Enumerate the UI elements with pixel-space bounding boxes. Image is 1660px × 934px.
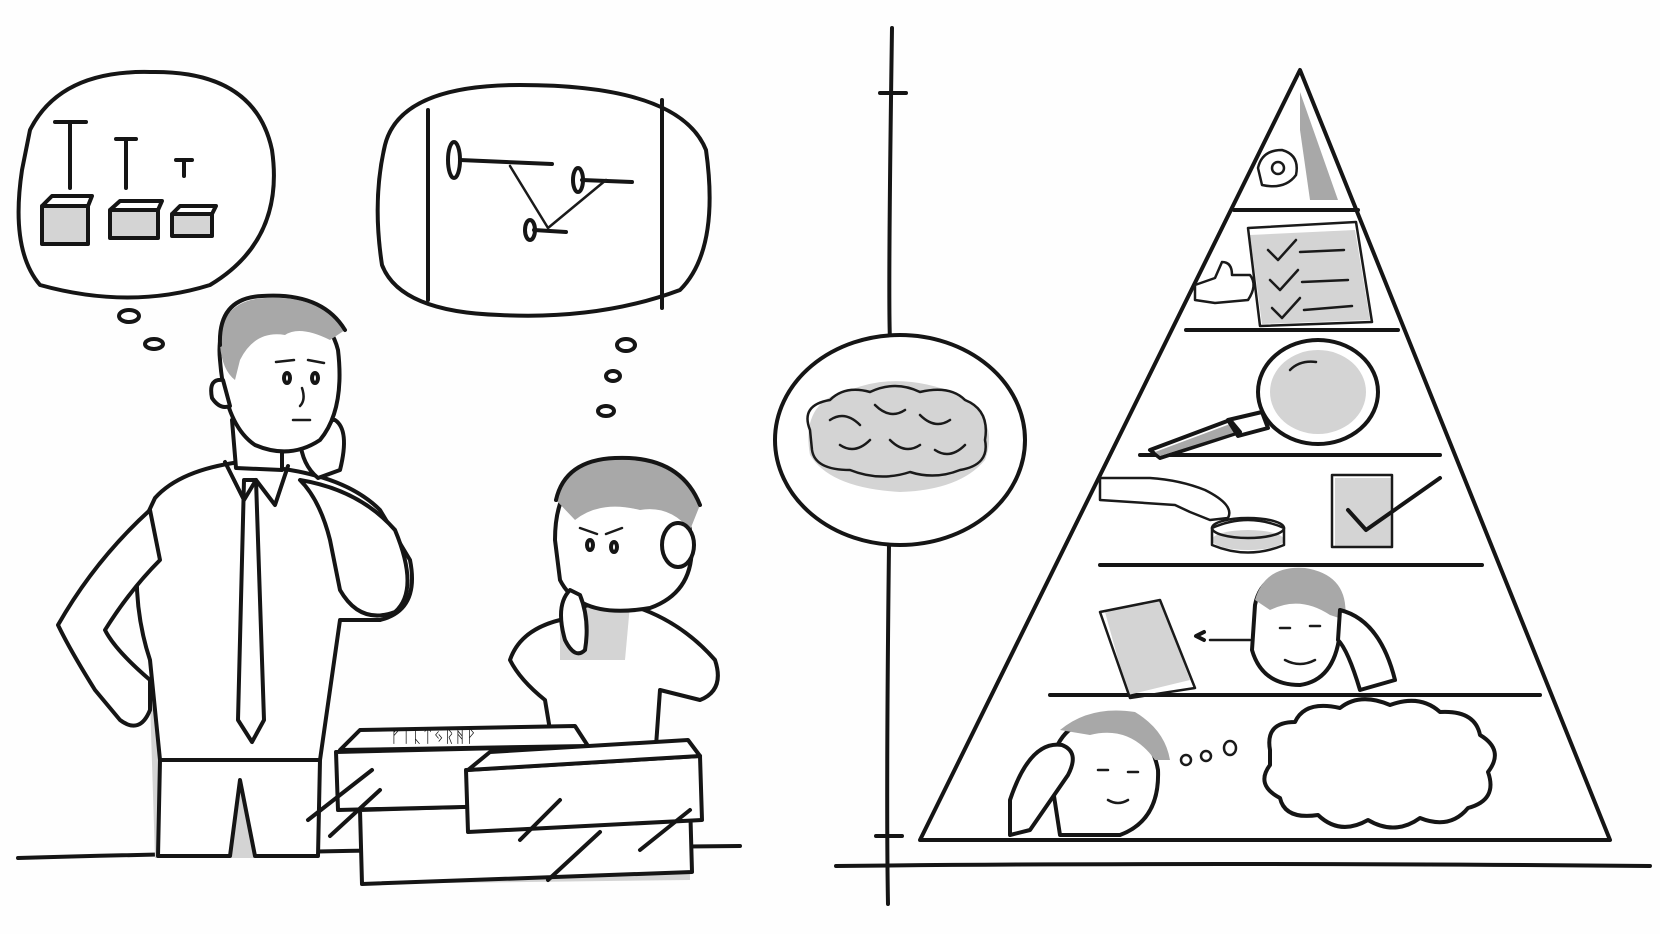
thought-bubble-nails-plank [375,83,712,418]
nails-in-plank-icon [446,140,634,242]
pyramid-level-4 [1098,473,1442,554]
nails-icon [53,120,194,190]
person-reading-icon [1098,567,1397,700]
pyramid [834,68,1652,868]
toolbox: ᚠᛁᚳᛏᛃᚱᚻᚹ [306,724,704,886]
boy-figure [508,455,720,762]
thought-bubble-nails-blocks [16,69,276,351]
thinking-person-icon [1008,710,1170,837]
thumbs-up-icon [1193,260,1255,305]
wooden-blocks-icon [40,194,218,246]
pyramid-level-2 [1193,220,1374,328]
magnifying-glass-icon [1148,338,1380,460]
hand-pressing-button-icon [1098,476,1286,554]
pyramid-level-3 [1148,338,1380,460]
left-scene: ᚠᛁᚳᛏᛃᚱᚻᚹ [16,69,742,886]
thought-dots [1179,739,1238,767]
pyramid-level-1 [1256,92,1338,200]
pyramid-level-6 [1008,697,1497,837]
brain-circle [773,333,1027,547]
thought-cloud-icon [1262,697,1497,830]
toolbox-lettering: ᚠᛁᚳᛏᛃᚱᚻᚹ [390,726,476,747]
man-figure [56,293,414,858]
brain-icon [806,384,988,478]
vertical-axis [874,26,908,906]
checkbox-checked-icon [1330,473,1442,549]
pyramid-level-5 [1098,567,1397,700]
clipboard-icon [1266,238,1354,320]
